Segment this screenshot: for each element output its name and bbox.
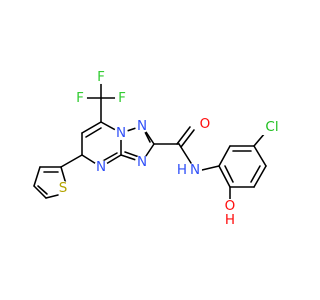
atom-cl: Cl [265,119,278,135]
molecule-structure: F F F N N N N O N H Cl O H S [33,69,282,228]
bond-ph-4 [253,165,267,188]
bond-c5-thiophene [60,154,83,168]
bond-th-5 [45,194,59,199]
atom-h-hydroxyl: H [225,212,235,228]
bond-c8a-n4-double [100,152,118,163]
bonds [33,81,267,201]
atom-f2: F [97,69,105,85]
bond-ph-double-3 [224,165,234,183]
atom-n-pyrimidine: N [96,159,106,175]
bond-carbonyl-o [176,126,191,145]
atom-h-amide: H [177,162,187,178]
atom-o-carbonyl: O [200,116,211,132]
bond-ph-6 [218,165,231,188]
bond-ph-3 [253,145,267,167]
atom-o-hydroxyl: O [225,198,236,214]
atom-n-triazole-top: N [137,118,147,134]
bond-carbonyl-o-double [180,129,195,148]
bond-th-2 [33,166,41,187]
bond-th-4 [60,166,67,185]
bond-n1-c2-double [144,131,151,143]
bond-c6-c7 [81,121,102,134]
structure-drawing: F F F N N N N O N H Cl O H S [33,69,282,228]
bond-c6-c7-double [85,127,102,138]
bond-ph-1 [218,145,231,167]
atom-f1: F [76,90,84,106]
atom-f3: F [118,90,126,106]
bond-n-aryl [201,165,220,171]
atom-n-bridge: N [116,125,126,141]
bond-n3-c8a-double [124,151,140,158]
atom-n-amide: N [190,162,200,178]
atom-n-triazole-bottom: N [137,154,147,170]
bond-ph-cl [253,132,266,147]
bond-carbonyl-n [178,143,192,164]
atom-labels: F F F N N N N O N H Cl O H S [56,69,282,228]
atom-s-thiophene: S [59,180,68,196]
bond-th-3-double [37,185,48,195]
bond-th-3 [33,185,47,199]
bond-ph-double-2 [250,165,261,183]
